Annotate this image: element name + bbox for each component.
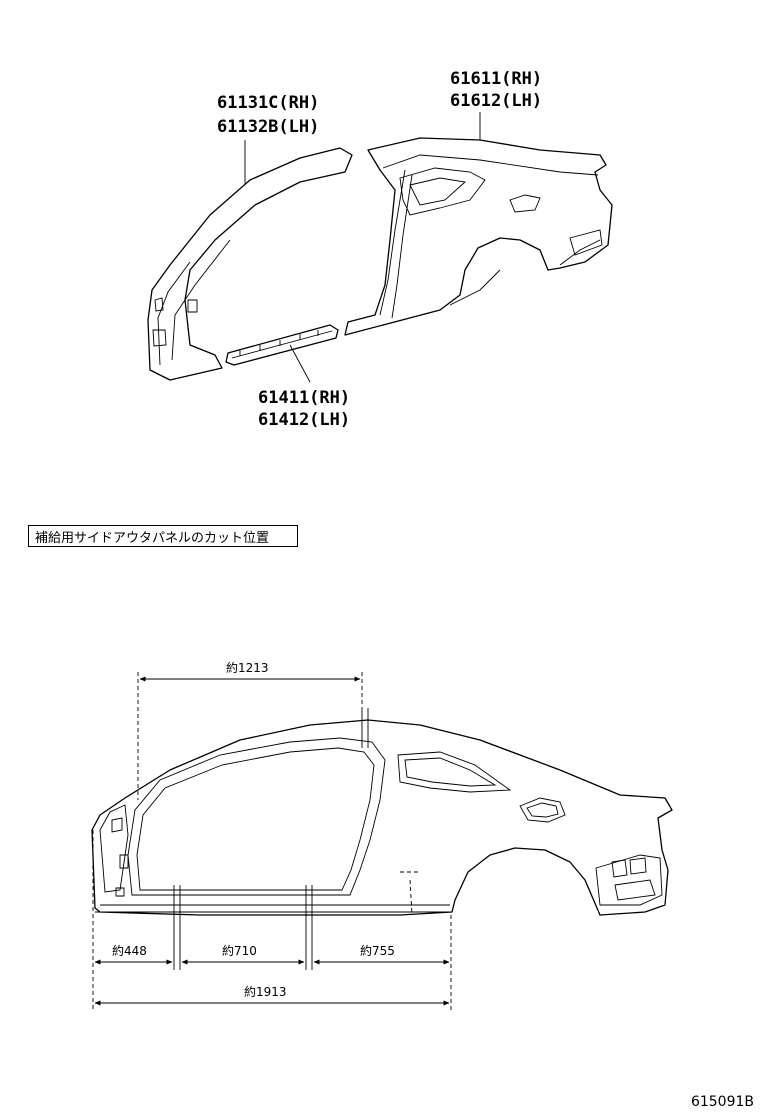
- part-label-pillar-rh: 61131C(RH): [217, 93, 319, 113]
- rear-quarter-panel: [344, 137, 613, 336]
- figure-id: 615091B: [690, 1094, 754, 1110]
- dimension-lines: [94, 676, 450, 1006]
- part-label-rocker-rh: 61411(RH): [258, 388, 350, 408]
- rocker-panel: [225, 324, 339, 366]
- front-pillar-panel: [147, 147, 353, 381]
- extension-lines: [92, 672, 452, 1010]
- part-label-pillar-lh: 61132B(LH): [217, 117, 319, 137]
- side-outer-panel: [91, 719, 673, 916]
- dim-label-front: 約448: [112, 943, 147, 958]
- part-label-quarter-lh: 61612(LH): [450, 91, 542, 111]
- cut-position-note: 補給用サイドアウタパネルのカット位置: [28, 525, 298, 547]
- dim-label-rear: 約755: [360, 943, 395, 958]
- cut-marks: [173, 708, 369, 970]
- dim-label-total: 約1913: [244, 984, 287, 999]
- part-label-quarter-rh: 61611(RH): [450, 69, 542, 89]
- dim-label-middle: 約710: [222, 943, 257, 958]
- dim-label-top: 約1213: [226, 660, 269, 675]
- leader-rocker: [289, 344, 311, 383]
- part-label-rocker-lh: 61412(LH): [258, 410, 350, 430]
